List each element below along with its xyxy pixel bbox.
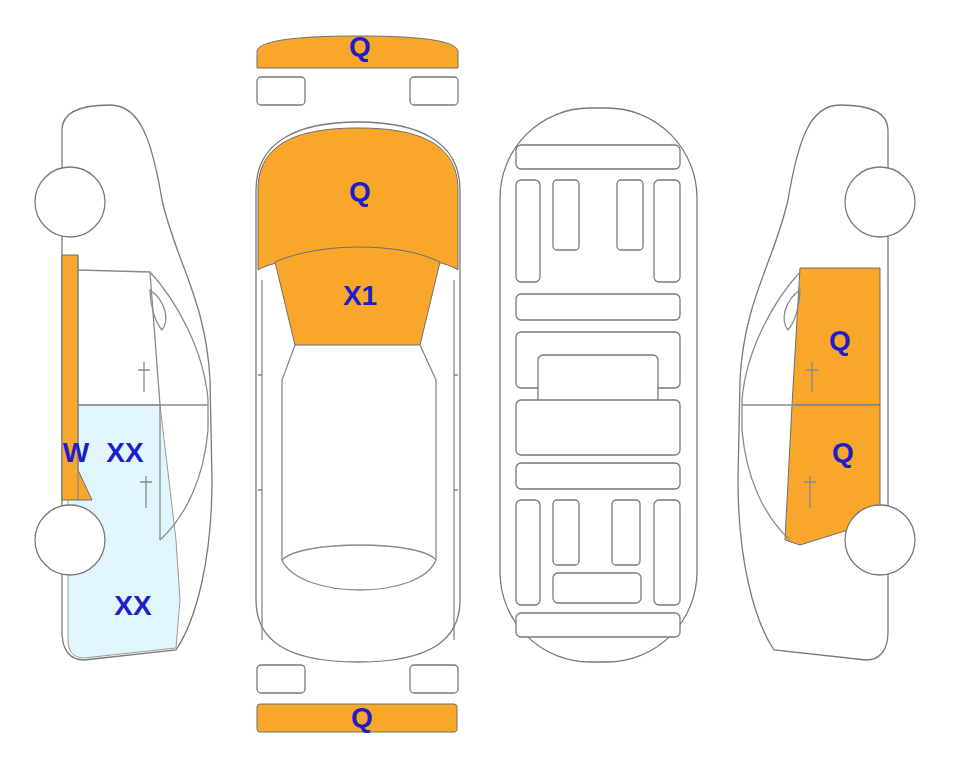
- damage-code: Q: [832, 439, 854, 467]
- damaged-panel: [275, 247, 440, 345]
- underbody-view: [500, 108, 697, 662]
- damaged-panel: [62, 255, 92, 500]
- damaged-panel: [257, 704, 457, 732]
- damage-code: Q: [349, 33, 371, 61]
- damage-code: W: [63, 439, 89, 467]
- left-side-view: [35, 105, 212, 660]
- damage-code: Q: [351, 704, 373, 732]
- damage-code: XX: [106, 439, 143, 467]
- right-side-view: [738, 105, 915, 660]
- damage-code: XX: [114, 592, 151, 620]
- damaged-panel: [792, 268, 880, 405]
- damage-code: Q: [349, 178, 371, 206]
- top-view: [256, 36, 460, 732]
- damage-code: Q: [829, 327, 851, 355]
- damage-code: X1: [343, 282, 377, 310]
